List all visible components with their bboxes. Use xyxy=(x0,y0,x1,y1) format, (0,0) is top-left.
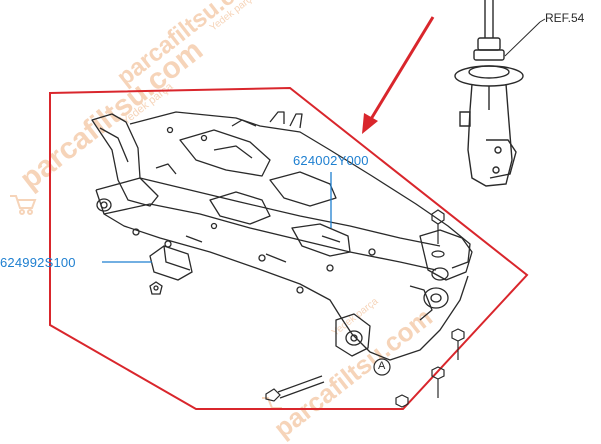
diagram-artwork xyxy=(10,0,546,410)
ref-label[interactable]: REF.54 xyxy=(545,11,585,25)
ref-leader-line xyxy=(504,21,541,57)
strut-assembly xyxy=(454,0,524,187)
arrow-indicator xyxy=(362,16,435,134)
highlight-outline xyxy=(49,86,529,410)
part-number-label[interactable]: 624992S100 xyxy=(0,255,76,270)
subframe-crossmember xyxy=(91,111,473,361)
bracket-part xyxy=(149,245,193,295)
circle-marker-label: A xyxy=(378,360,386,372)
part-number-label[interactable]: 624002Y000 xyxy=(293,153,369,168)
parts-diagram: parcafiltsu.com Yedek parça parcafiltsu.… xyxy=(0,0,585,444)
shopping-cart-logo xyxy=(10,195,37,215)
bolt-hardware xyxy=(265,209,465,408)
circle-marker xyxy=(373,358,391,376)
shopping-cart-logo xyxy=(262,397,282,409)
